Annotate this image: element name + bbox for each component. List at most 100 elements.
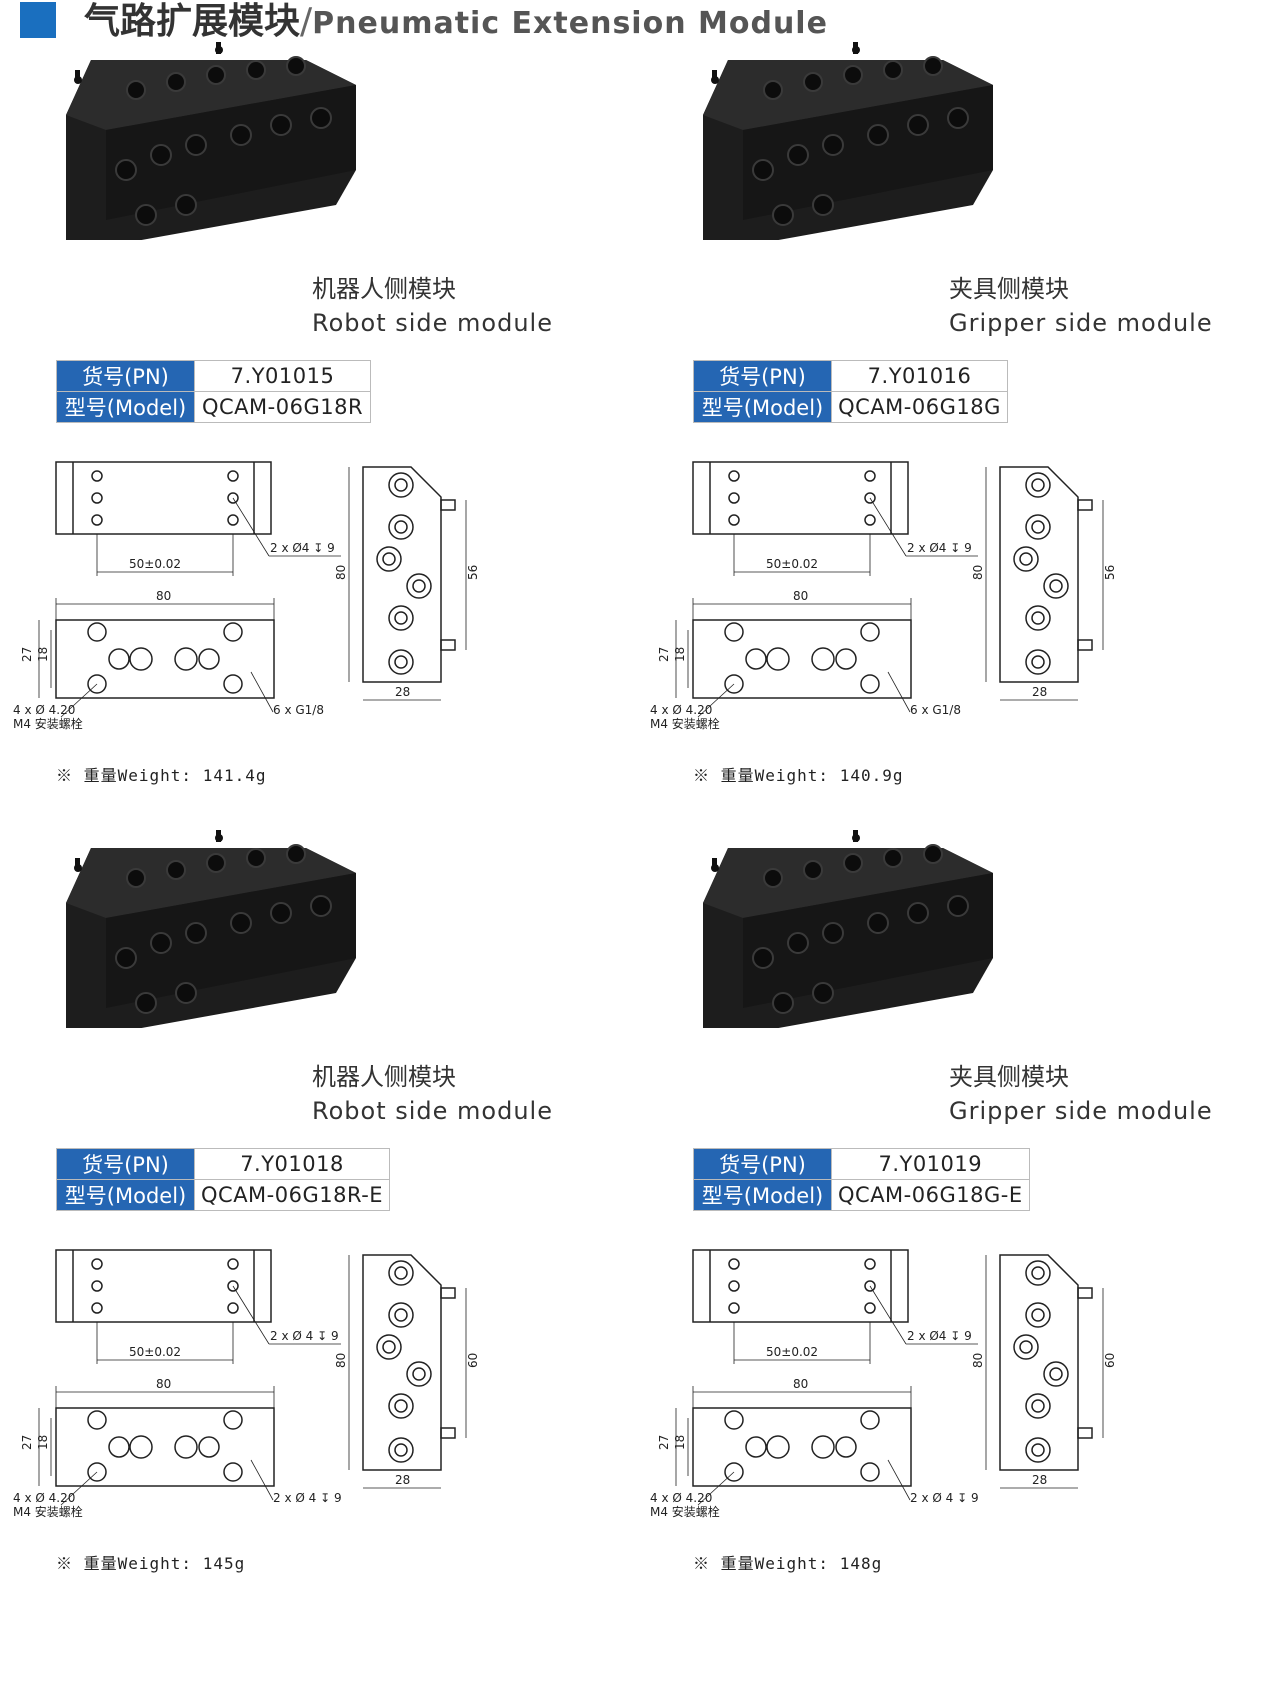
dim-18: 18 xyxy=(36,647,50,662)
photo-port-hole xyxy=(843,65,863,85)
dim-mount-note: M4 安装螺栓 xyxy=(650,716,720,731)
pn-value: 7.Y01019 xyxy=(831,1148,1030,1180)
photo-port-hole xyxy=(286,844,306,864)
dim-27: 27 xyxy=(657,1435,671,1450)
photo-port-hole xyxy=(947,895,969,917)
photo-port-hole xyxy=(787,144,809,166)
weight-value: 145g xyxy=(202,1554,246,1573)
model-label: 型号(Model) xyxy=(693,1179,832,1211)
part-number-table: 货号(PN) 7.Y01015 型号(Model) QCAM-06G18R xyxy=(56,360,371,423)
dim-pin-span: 60 xyxy=(1103,1353,1117,1368)
title-separator: / xyxy=(300,1,313,42)
weight-value: 141.4g xyxy=(202,766,267,785)
photo-port-hole xyxy=(175,194,197,216)
module-name-en: Gripper side module xyxy=(949,309,1213,337)
module-weight: ※ 重量Weight: 148g xyxy=(693,1550,882,1574)
part-number-table: 货号(PN) 7.Y01018 型号(Model) QCAM-06G18R-E xyxy=(56,1148,391,1211)
pn-label: 货号(PN) xyxy=(693,1148,832,1180)
module-card-2: 夹具侧模块 Gripper side module 货号(PN) 7.Y0101… xyxy=(650,20,1280,820)
photo-port-hole xyxy=(843,853,863,873)
photo-port-hole xyxy=(126,868,146,888)
model-label: 型号(Model) xyxy=(693,391,832,423)
dim-height: 80 xyxy=(971,1353,985,1368)
title-en: Pneumatic Extension Module xyxy=(312,6,828,41)
model-value: QCAM-06G18G xyxy=(831,391,1008,423)
pn-row: 货号(PN) 7.Y01015 xyxy=(56,360,371,392)
technical-drawing: 50±0.02 2 x Ø4 ↧ 9 80 27 18 4 x Ø 4.20 M… xyxy=(13,461,480,731)
dim-height: 80 xyxy=(971,565,985,580)
dim-mount: 4 x Ø 4.20 xyxy=(650,703,712,717)
module-name-en: Robot side module xyxy=(312,309,553,337)
photo-port-hole xyxy=(812,194,834,216)
pn-label: 货号(PN) xyxy=(693,360,832,392)
photo-port-hole xyxy=(270,114,292,136)
photo-port-hole xyxy=(166,860,186,880)
dim-length: 80 xyxy=(156,1377,171,1391)
photo-port-hole xyxy=(135,992,157,1014)
dim-mount-note: M4 安装螺栓 xyxy=(13,716,83,731)
module-name-en: Robot side module xyxy=(312,1097,553,1125)
photo-port-hole xyxy=(150,932,172,954)
pn-row: 货号(PN) 7.Y01016 xyxy=(693,360,1008,392)
dim-18: 18 xyxy=(673,647,687,662)
dim-ports: 2 x Ø 4 ↧ 9 xyxy=(910,1491,979,1505)
dim-width: 28 xyxy=(1032,685,1047,699)
weight-prefix: ※ 重量Weight: xyxy=(56,766,203,785)
header-accent-bar xyxy=(20,2,56,38)
photo-port-hole xyxy=(883,848,903,868)
dim-hole: 2 x Ø4 ↧ 9 xyxy=(270,541,335,555)
pn-row: 货号(PN) 7.Y01019 xyxy=(693,1148,1030,1180)
photo-port-hole xyxy=(772,204,794,226)
photo-port-hole xyxy=(246,60,266,80)
pn-row: 货号(PN) 7.Y01018 xyxy=(56,1148,391,1180)
dim-length: 80 xyxy=(156,589,171,603)
photo-port-hole xyxy=(270,902,292,924)
dim-18: 18 xyxy=(673,1435,687,1450)
photo-port-hole xyxy=(812,982,834,1004)
dim-pin-span: 60 xyxy=(466,1353,480,1368)
technical-drawing: 50±0.02 2 x Ø4 ↧ 9 80 27 18 4 x Ø 4.20 M… xyxy=(650,461,1117,731)
photo-port-hole xyxy=(150,144,172,166)
photo-port-hole xyxy=(206,65,226,85)
dim-mount: 4 x Ø 4.20 xyxy=(650,1491,712,1505)
module-caption: 夹具侧模块 Gripper side module xyxy=(949,1060,1213,1128)
dim-mount-note: M4 安装螺栓 xyxy=(13,1504,83,1519)
module-caption: 机器人侧模块 Robot side module xyxy=(312,272,553,340)
dim-spacing: 50±0.02 xyxy=(766,1345,818,1359)
photo-port-hole xyxy=(803,72,823,92)
model-row: 型号(Model) QCAM-06G18R xyxy=(56,391,371,423)
pn-label: 货号(PN) xyxy=(56,1148,195,1180)
dim-hole: 2 x Ø4 ↧ 9 xyxy=(907,1329,972,1343)
module-name-cn: 夹具侧模块 xyxy=(949,1063,1069,1091)
product-photo xyxy=(66,42,356,240)
dim-length: 80 xyxy=(793,589,808,603)
module-weight: ※ 重量Weight: 141.4g xyxy=(56,762,267,786)
photo-port-hole xyxy=(803,860,823,880)
model-value: QCAM-06G18R xyxy=(194,391,371,423)
module-name-cn: 机器人侧模块 xyxy=(312,275,456,303)
photo-port-hole xyxy=(115,947,137,969)
photo-port-hole xyxy=(947,107,969,129)
photo-port-hole xyxy=(230,912,252,934)
photo-port-hole xyxy=(310,895,332,917)
photo-port-hole xyxy=(310,107,332,129)
technical-drawing: 50±0.02 2 x Ø 4 ↧ 9 80 27 18 4 x Ø 4.20 … xyxy=(13,1249,480,1519)
dim-27: 27 xyxy=(20,1435,34,1450)
photo-port-hole xyxy=(286,56,306,76)
pn-label: 货号(PN) xyxy=(56,360,195,392)
weight-value: 140.9g xyxy=(839,766,904,785)
model-label: 型号(Model) xyxy=(56,391,195,423)
module-weight: ※ 重量Weight: 140.9g xyxy=(693,762,904,786)
module-caption: 夹具侧模块 Gripper side module xyxy=(949,272,1213,340)
title-cn: 气路扩展模块 xyxy=(84,1,301,42)
photo-port-hole xyxy=(763,868,783,888)
dim-mount: 4 x Ø 4.20 xyxy=(13,1491,75,1505)
dim-18: 18 xyxy=(36,1435,50,1450)
dim-ports: 6 x G1/8 xyxy=(273,703,324,717)
photo-port-hole xyxy=(185,922,207,944)
dim-27: 27 xyxy=(657,647,671,662)
photo-port-hole xyxy=(772,992,794,1014)
pn-value: 7.Y01016 xyxy=(831,360,1008,392)
pn-value: 7.Y01015 xyxy=(194,360,371,392)
dim-ports: 6 x G1/8 xyxy=(910,703,961,717)
